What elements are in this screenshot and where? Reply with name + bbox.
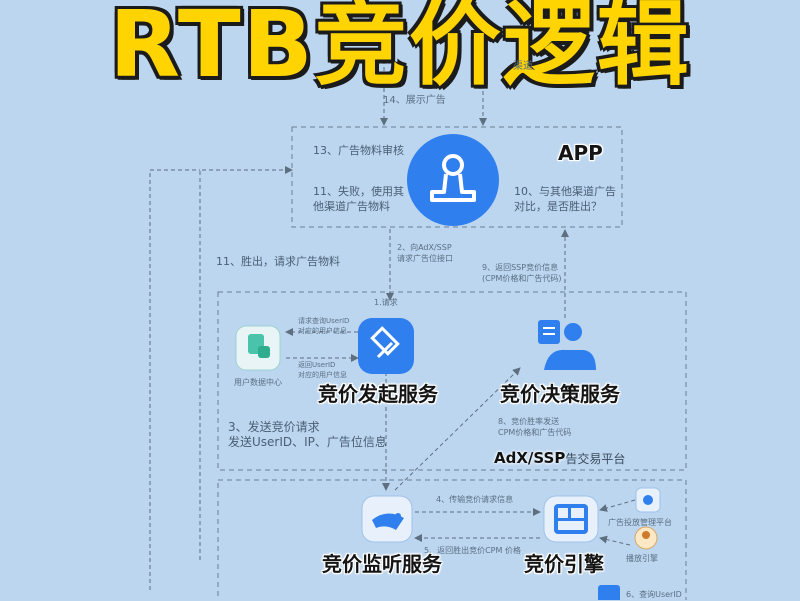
app-box (291, 126, 623, 228)
step-6: 6、查询UserID (626, 590, 682, 599)
bid-start-icon (358, 318, 414, 374)
arrow-platform (599, 499, 636, 512)
request-user-text: 请求查询UserID 对应的用户信息 (298, 317, 350, 335)
app-label: APP (558, 141, 603, 165)
step-5: 5、返回胜出竞价CPM 价格 (424, 546, 521, 555)
step-4: 4、传输竞价请求信息 (436, 495, 514, 504)
rank-engine-label: 播放引擎 (626, 554, 658, 563)
return-user-text: 返回UserID 对应的用户信息 (298, 361, 347, 379)
page-title: RTB竞价逻辑 (109, 0, 691, 98)
platform-name: AdX/SSP (494, 449, 566, 467)
bid-decision-label: 竞价决策服务 (500, 382, 620, 406)
step-8: 8、竞价胜率发送 CPM价格和广告代码 (498, 417, 572, 437)
user-center-label: 用户数据中心 (234, 378, 282, 387)
step-2: 2、向AdX/SSP 请求广告位接口 (397, 243, 453, 263)
step-9: 9、返回SSP竞价信息 (CPM价格和广告代码) (482, 263, 562, 283)
step-channel: 渠道 (513, 61, 533, 72)
bid-decision-icon (538, 320, 596, 370)
bid-listen-label: 竞价监听服务 (322, 552, 442, 576)
ad-platform-label: 广告投放管理平台 (608, 518, 672, 527)
arrow-win-rate (394, 367, 521, 491)
phone-icon (598, 585, 620, 600)
bid-service-box (217, 291, 687, 471)
arrow-left-outer (149, 169, 200, 590)
step-3: 3、发送竞价请求 发送UserID、IP、广告位信息 (228, 420, 387, 449)
bid-start-label: 竞价发起服务 (318, 382, 438, 406)
arrow-engine (599, 535, 631, 546)
step-1: 1.请求 (374, 298, 398, 307)
bid-engine-label: 竞价引擎 (524, 552, 604, 576)
platform-suffix: 告交易平台 (565, 452, 626, 466)
arrow-win-request (199, 166, 293, 560)
adx-box (217, 479, 687, 600)
step-10: 10、与其他渠道广告 对比，是否胜出？ (514, 185, 616, 213)
platform-label: AdX/SSP告交易平台 (494, 448, 625, 467)
step-14: 14、展示广告 (383, 95, 446, 106)
app-stamp-icon (407, 134, 499, 226)
step-13: 13、广告物料审核 (313, 144, 404, 157)
step-11-fail: 11、失败，使用其 他渠道广告物料 (313, 185, 404, 213)
step-11-win: 11、胜出，请求广告物料 (216, 255, 340, 268)
